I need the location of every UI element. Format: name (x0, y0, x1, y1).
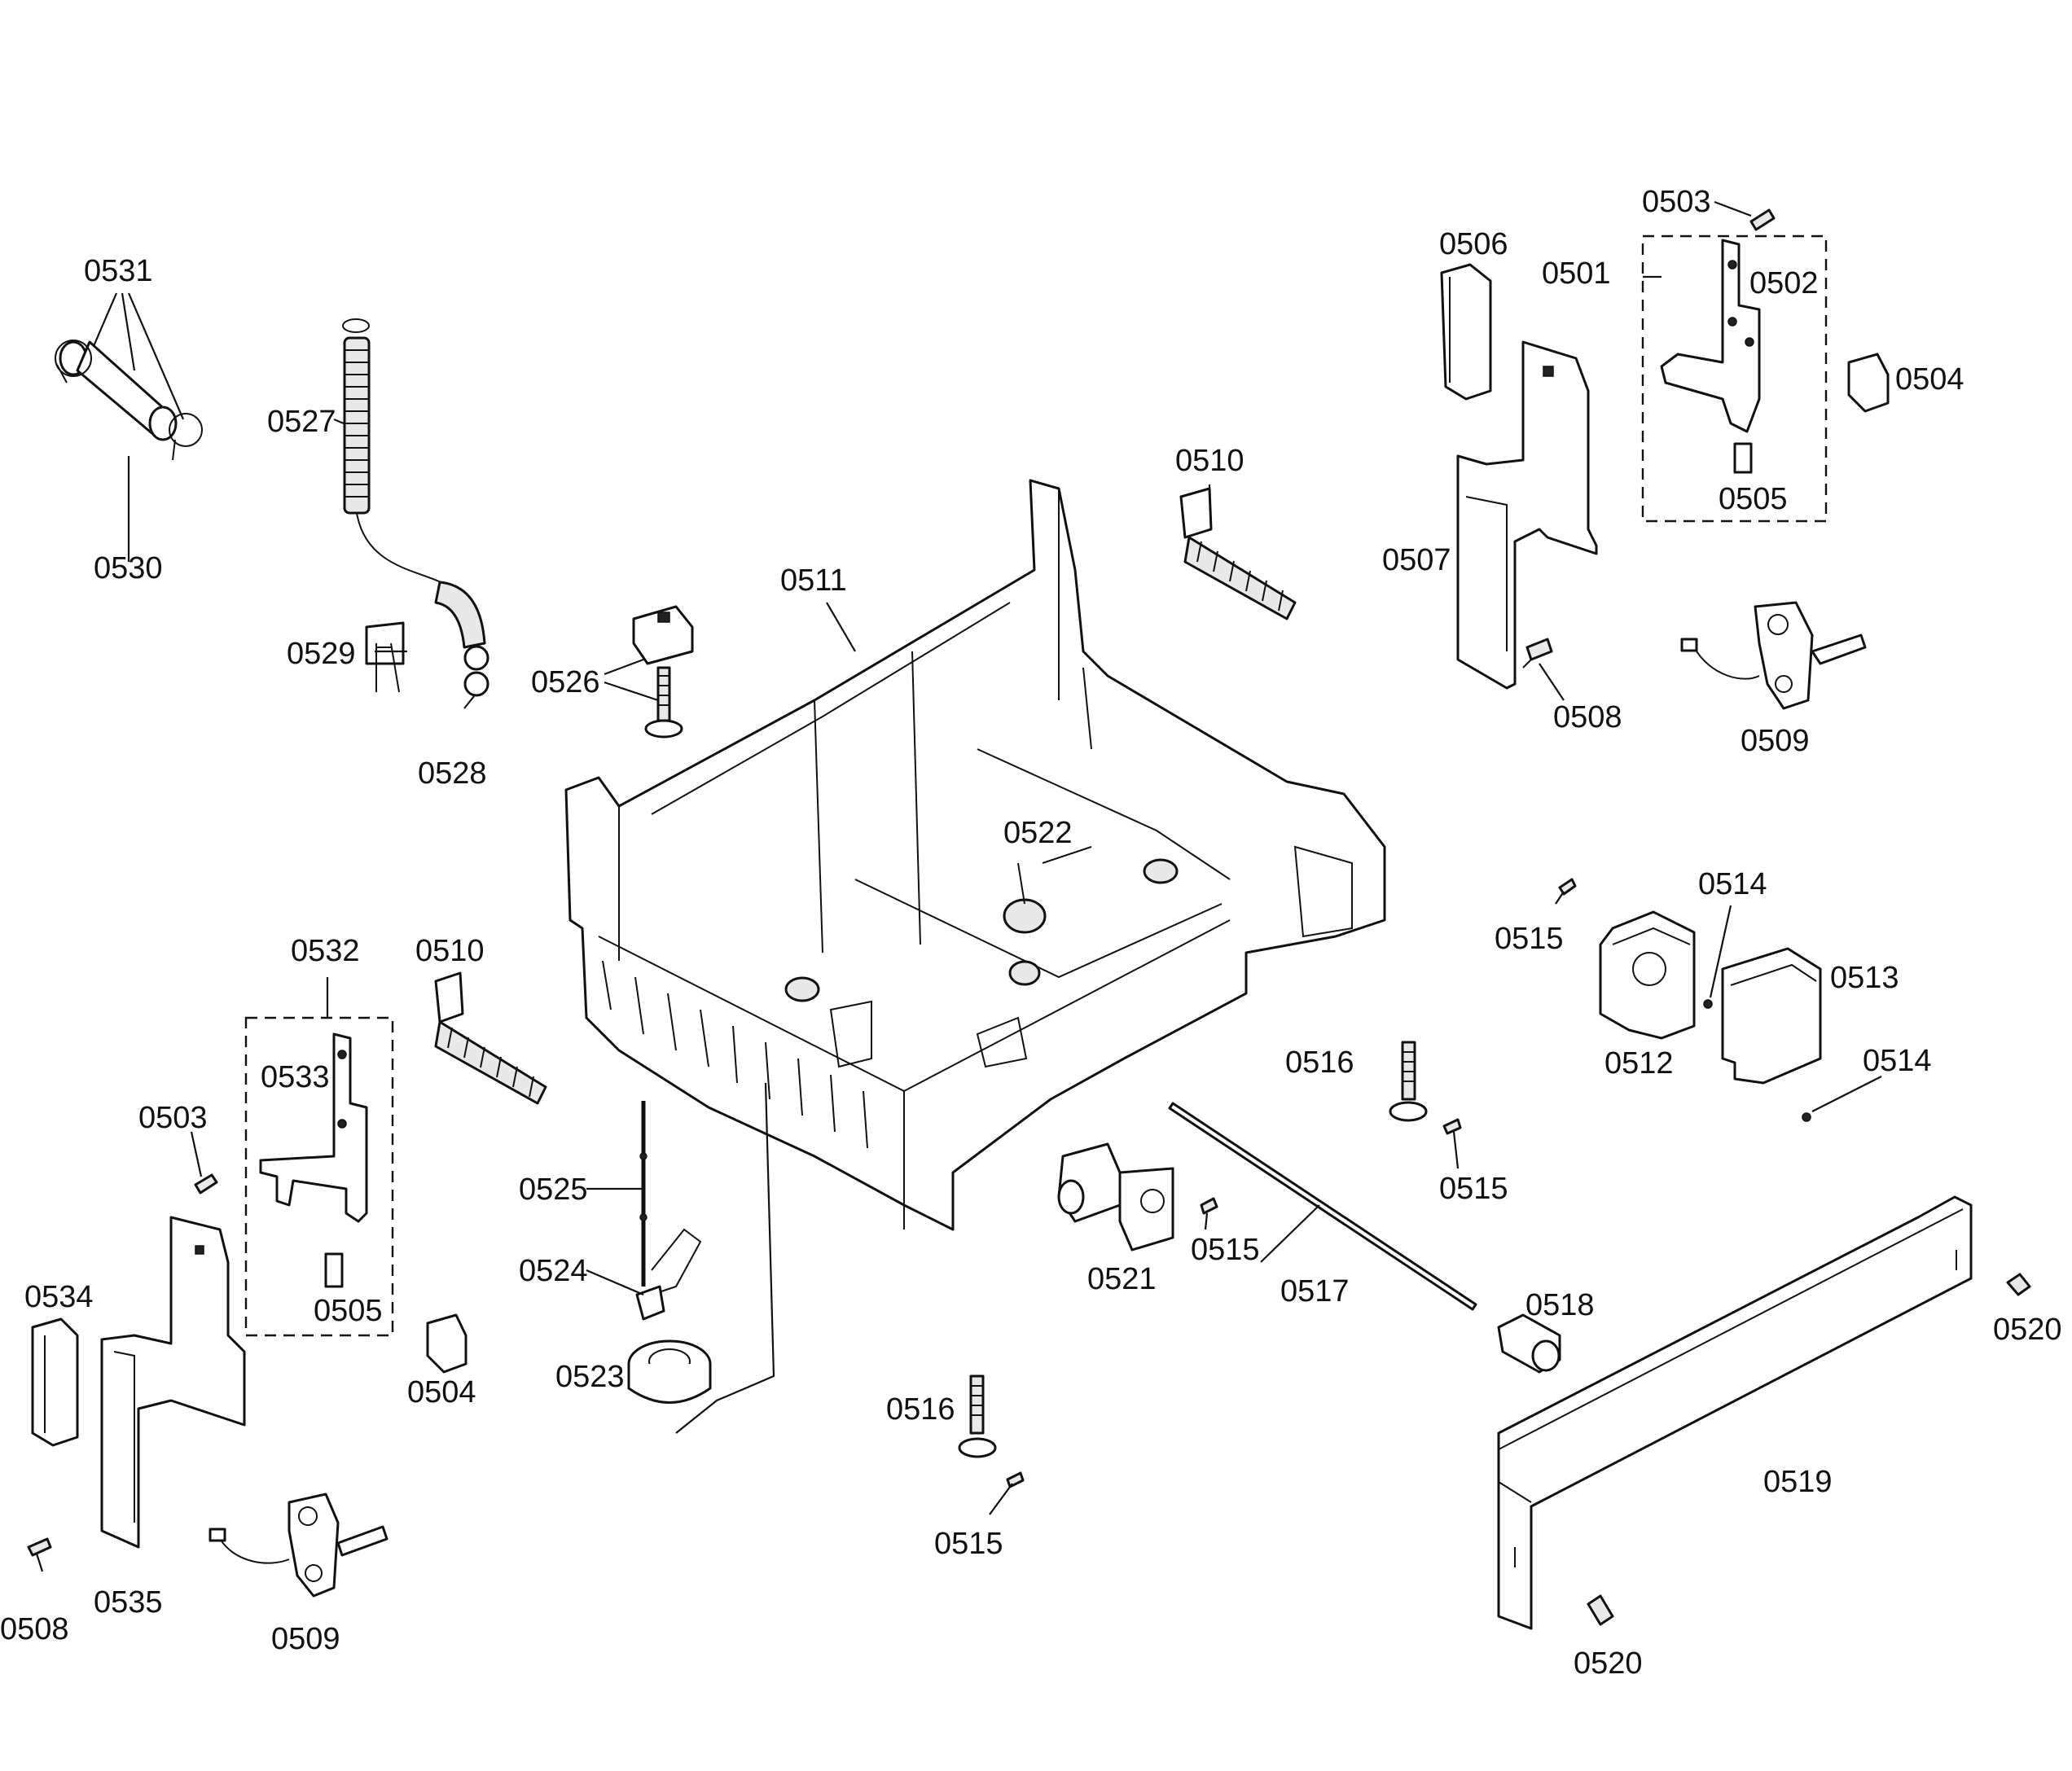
part-labels: 0531 0530 0527 0529 0528 0526 0511 0510 … (0, 185, 2062, 1681)
part-0530-hose-sleeve (59, 340, 178, 441)
part-0503-screw-top (1749, 208, 1776, 231)
label-0519: 0519 (1763, 1465, 1833, 1499)
part-0513-cover (1721, 947, 1822, 1085)
label-0528: 0528 (418, 756, 487, 791)
label-0504-top: 0504 (1895, 362, 1964, 397)
label-0516-b: 0516 (886, 1392, 955, 1427)
part-0520-screw-b (1587, 1594, 1614, 1626)
part-0519-toe-kick-panel (1497, 1195, 1973, 1630)
part-0521-fill-valve (1057, 1142, 1174, 1252)
label-0516-a: 0516 (1285, 1046, 1354, 1080)
label-0507: 0507 (1382, 543, 1451, 577)
label-0523: 0523 (555, 1360, 625, 1394)
part-0525-float-rod (639, 1101, 702, 1295)
part-0534-hinge-cover-left (31, 1317, 79, 1447)
label-0512: 0512 (1604, 1046, 1674, 1081)
part-0526-level-leg (632, 605, 694, 739)
label-0535: 0535 (94, 1585, 163, 1620)
label-0505-left: 0505 (314, 1294, 383, 1328)
part-0516-leg-a (1389, 1041, 1428, 1122)
label-0530: 0530 (94, 551, 163, 585)
label-0520-a: 0520 (1993, 1313, 2062, 1347)
label-0510-left: 0510 (415, 934, 485, 968)
label-0517: 0517 (1280, 1274, 1350, 1309)
label-0504-left: 0504 (407, 1375, 476, 1409)
label-0503-top: 0503 (1642, 185, 1711, 219)
part-0515-screw-b (1442, 1118, 1462, 1135)
label-0522: 0522 (1003, 816, 1073, 850)
label-0505-top: 0505 (1719, 482, 1788, 516)
label-0515-c: 0515 (1191, 1233, 1260, 1267)
label-0514-a: 0514 (1698, 867, 1767, 901)
label-0508-left: 0508 (0, 1612, 69, 1646)
part-0511-base-frame (564, 479, 1386, 1231)
part-0504-stop-block-top (1847, 353, 1890, 413)
part-0514-rivet-a (1703, 999, 1713, 1009)
label-0514-b: 0514 (1863, 1044, 1932, 1078)
part-0517-rod (1168, 1102, 1477, 1311)
part-0508-screw-top (1522, 638, 1553, 669)
part-0515-screw-c (1200, 1197, 1218, 1215)
leader-lines (35, 200, 1882, 1572)
part-0520-screw-a (2006, 1273, 2031, 1296)
label-0521: 0521 (1087, 1262, 1157, 1296)
part-0510-door-spring-right (1179, 487, 1297, 620)
part-0512-sensor-bracket (1599, 910, 1696, 1040)
part-0535-hinge-bracket-left (100, 1216, 246, 1549)
part-0524-float (635, 1285, 665, 1321)
label-0534: 0534 (24, 1280, 94, 1314)
part-0506-hinge-cover (1440, 263, 1492, 401)
label-0532: 0532 (291, 934, 360, 968)
label-0520-b: 0520 (1574, 1646, 1643, 1681)
label-0503-left: 0503 (138, 1101, 208, 1135)
part-0527-drain-hose (342, 318, 489, 697)
part-0516-leg-b (958, 1374, 997, 1458)
label-0524: 0524 (519, 1254, 588, 1288)
label-0502: 0502 (1749, 266, 1819, 300)
part-0532-hinge-assembly-left (244, 1016, 394, 1337)
label-0506: 0506 (1439, 227, 1508, 261)
label-0501: 0501 (1542, 256, 1611, 291)
part-0509-door-switch-left (209, 1493, 388, 1598)
label-0525: 0525 (519, 1173, 588, 1207)
label-0515-b: 0515 (1439, 1172, 1508, 1206)
label-0511: 0511 (780, 563, 847, 598)
part-0503-screw-left (194, 1173, 218, 1195)
label-0529: 0529 (287, 637, 356, 671)
label-0513: 0513 (1830, 961, 1899, 995)
part-0501-hinge-assembly (1641, 235, 1828, 523)
part-0510-door-spring-left (434, 971, 547, 1105)
part-0515-screw-d (1006, 1471, 1025, 1488)
part-0522-pointer (1017, 846, 1092, 905)
label-0508-top: 0508 (1553, 700, 1622, 734)
label-0509-top: 0509 (1741, 724, 1810, 758)
part-0509-door-switch-top (1680, 601, 1867, 710)
label-0515-a: 0515 (1495, 922, 1564, 956)
label-0531: 0531 (84, 254, 153, 288)
part-0507-hinge-bracket (1456, 340, 1598, 690)
label-0509-left: 0509 (271, 1622, 340, 1656)
label-0526: 0526 (531, 665, 600, 699)
label-0533: 0533 (261, 1060, 330, 1094)
part-0523-float-base (627, 1339, 712, 1404)
label-0527: 0527 (267, 405, 336, 439)
label-0515-d: 0515 (934, 1527, 1003, 1561)
part-0531-hose-clamps (55, 340, 203, 461)
label-0518: 0518 (1525, 1288, 1595, 1322)
part-0514-rivet-b (1802, 1112, 1811, 1122)
part-0529-hose-clip (365, 621, 405, 693)
part-0518-roller (1497, 1313, 1561, 1374)
part-0515-screw-a (1558, 878, 1577, 896)
part-0504-stop-block-left (426, 1313, 468, 1374)
part-0508-screw-left (27, 1537, 52, 1557)
label-0510-top: 0510 (1175, 444, 1245, 478)
